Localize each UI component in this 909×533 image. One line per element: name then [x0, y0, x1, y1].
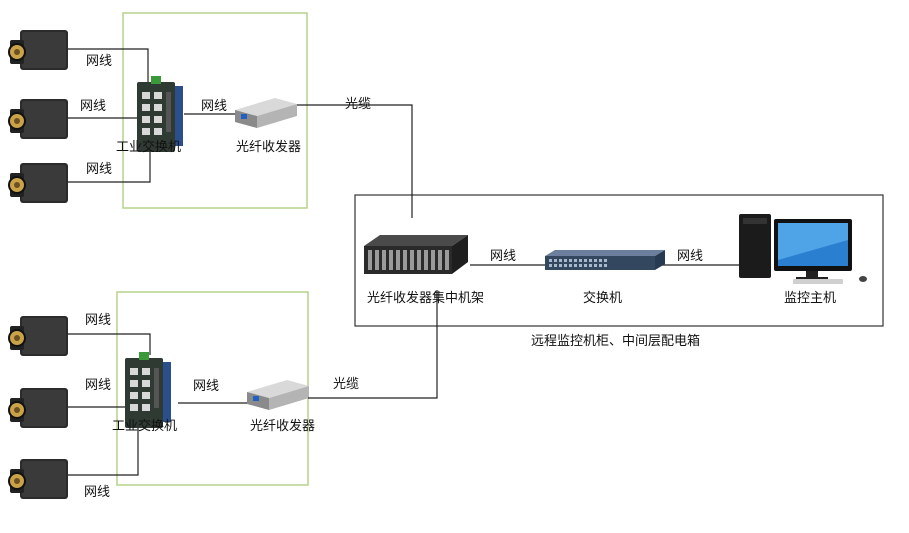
camera-icon [8, 98, 69, 140]
fiber-cable-label: 光缆 [333, 377, 360, 392]
network-cable-label: 网线 [201, 99, 228, 114]
network-cable-label: 网线 [490, 249, 517, 264]
network-cable-label: 网线 [677, 249, 704, 264]
network-cable-label: 网线 [86, 162, 113, 177]
fiber-cable-label: 光缆 [345, 97, 372, 112]
rack-chassis-icon [364, 235, 468, 274]
desktop-computer-icon [739, 214, 867, 284]
remote-cabinet-enclosure [354, 194, 884, 327]
fiber-transceiver-icon [235, 98, 297, 128]
cabinet-caption: 远程监控机柜、中间层配电箱 [531, 334, 701, 349]
fiber-transceiver-label: 光纤收发器 [250, 419, 316, 434]
top-site-enclosure [122, 12, 308, 209]
network-cable-label: 网线 [80, 99, 107, 114]
network-cable-label: 网线 [193, 379, 220, 394]
network-cable-label: 网线 [85, 313, 112, 328]
camera-icon [8, 162, 69, 204]
camera-icon [8, 387, 69, 429]
network-cable-label: 网线 [86, 54, 113, 69]
network-cable-label: 网线 [85, 378, 112, 393]
camera-icon [8, 315, 69, 357]
fiber-transceiver-icon [247, 380, 309, 410]
bottom-network-cables [68, 333, 248, 476]
industrial-switch-label: 工业交换机 [116, 140, 182, 155]
fiber-cables [297, 104, 438, 399]
fiber-transceiver-label: 光纤收发器 [236, 140, 302, 155]
top-network-cables [68, 48, 236, 183]
transceiver-rack-label: 光纤收发器集中机架 [367, 291, 485, 306]
industrial-switch-label: 工业交换机 [112, 419, 178, 434]
network-cable-label: 网线 [84, 485, 111, 500]
industrial-switch-icon [125, 352, 171, 428]
network-switch-icon [545, 250, 665, 270]
monitoring-host-label: 监控主机 [784, 291, 837, 306]
camera-icon [8, 458, 69, 500]
switch-label: 交换机 [583, 291, 623, 306]
camera-icon [8, 29, 69, 71]
